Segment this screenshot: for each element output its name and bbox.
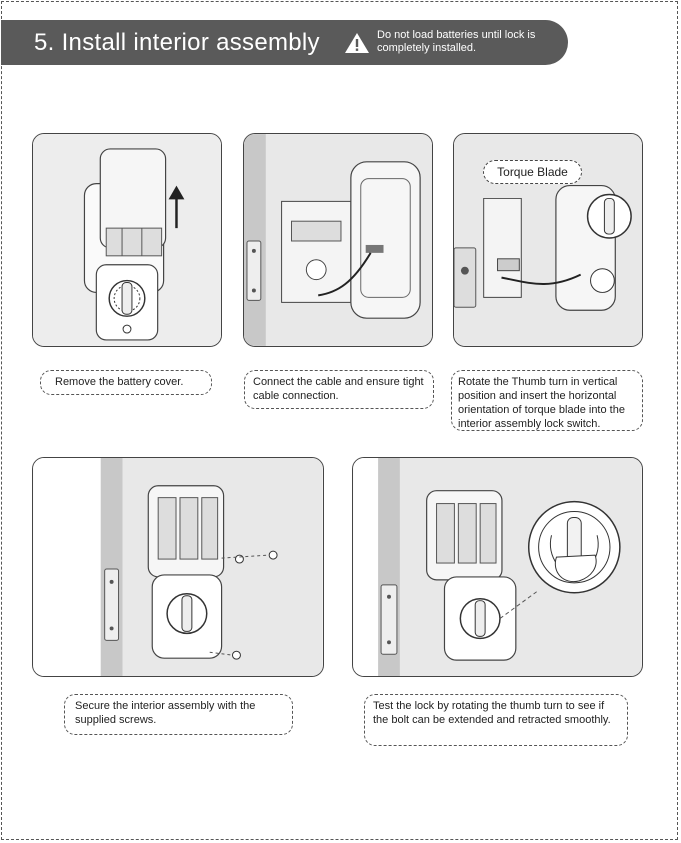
step-1-caption: Remove the battery cover. (40, 370, 212, 395)
step-4-caption: Secure the interior assembly with the su… (64, 694, 293, 735)
section-title: 5. Install interior assembly (34, 29, 320, 56)
torque-blade-label: Torque Blade (483, 160, 582, 184)
warning-text: Do not load batteries until lock is comp… (377, 29, 536, 54)
step-3-caption: Rotate the Thumb turn in vertical positi… (451, 370, 643, 431)
step-5-caption: Test the lock by rotating the thumb turn… (364, 694, 628, 746)
section-header: 5. Install interior assembly Do not load… (1, 20, 568, 65)
step-2-caption: Connect the cable and ensure tight cable… (244, 370, 434, 409)
step-5-illustration (352, 457, 643, 677)
step-1-illustration (32, 133, 222, 347)
warning-icon (345, 33, 369, 53)
step-2-illustration (243, 133, 433, 347)
step-4-illustration (32, 457, 324, 677)
